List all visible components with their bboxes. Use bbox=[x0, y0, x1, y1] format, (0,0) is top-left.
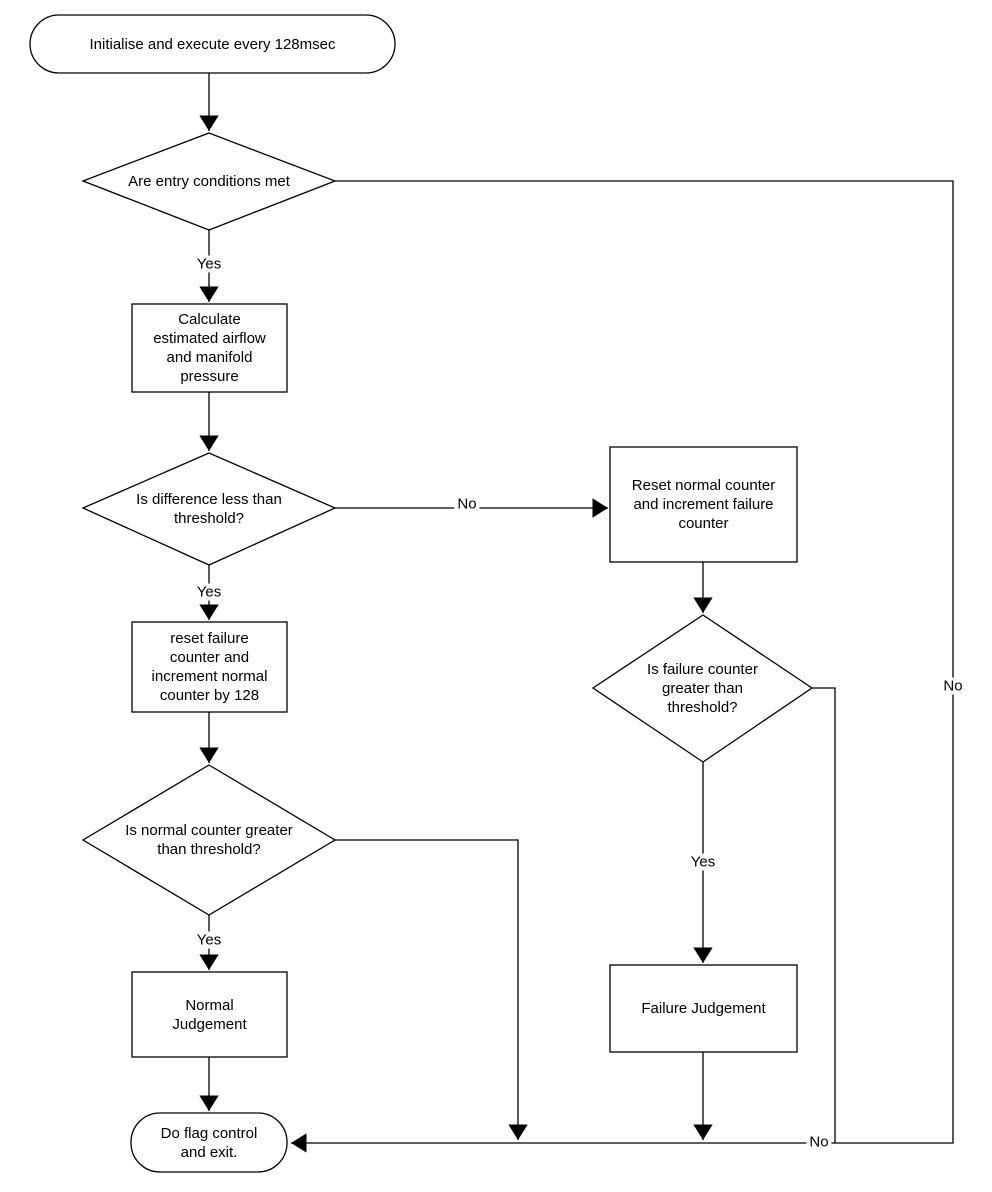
decision-difference-shape bbox=[81, 452, 337, 566]
edge-normalcounter-no bbox=[335, 839, 528, 1140]
edge-label-entry-yes: Yes bbox=[193, 255, 225, 273]
edge-entry-no-loop bbox=[291, 180, 954, 1153]
decision-failurecounter-shape bbox=[591, 614, 814, 763]
process-resetfailure-shape bbox=[131, 621, 288, 713]
edge-label-normal-yes: Yes bbox=[193, 931, 225, 949]
decision-entry-shape bbox=[81, 132, 337, 231]
process-normaljudgement-shape bbox=[131, 971, 288, 1058]
process-resetnormal-shape bbox=[609, 446, 798, 563]
process-failurejudgement-shape bbox=[609, 964, 798, 1053]
edge-label-failure-no: No bbox=[806, 1133, 832, 1151]
decision-normalcounter-shape bbox=[81, 764, 337, 916]
terminator-end-shape bbox=[130, 1112, 288, 1173]
edge-label-entry-no: No bbox=[940, 677, 966, 695]
edge-label-difference-no: No bbox=[454, 495, 480, 513]
edge-label-failure-yes: Yes bbox=[687, 853, 719, 871]
terminator-start-shape bbox=[29, 14, 396, 74]
edge-failurecounter-no bbox=[812, 687, 836, 1143]
process-calculate-shape bbox=[131, 303, 288, 393]
edge-label-difference-yes: Yes bbox=[193, 583, 225, 601]
